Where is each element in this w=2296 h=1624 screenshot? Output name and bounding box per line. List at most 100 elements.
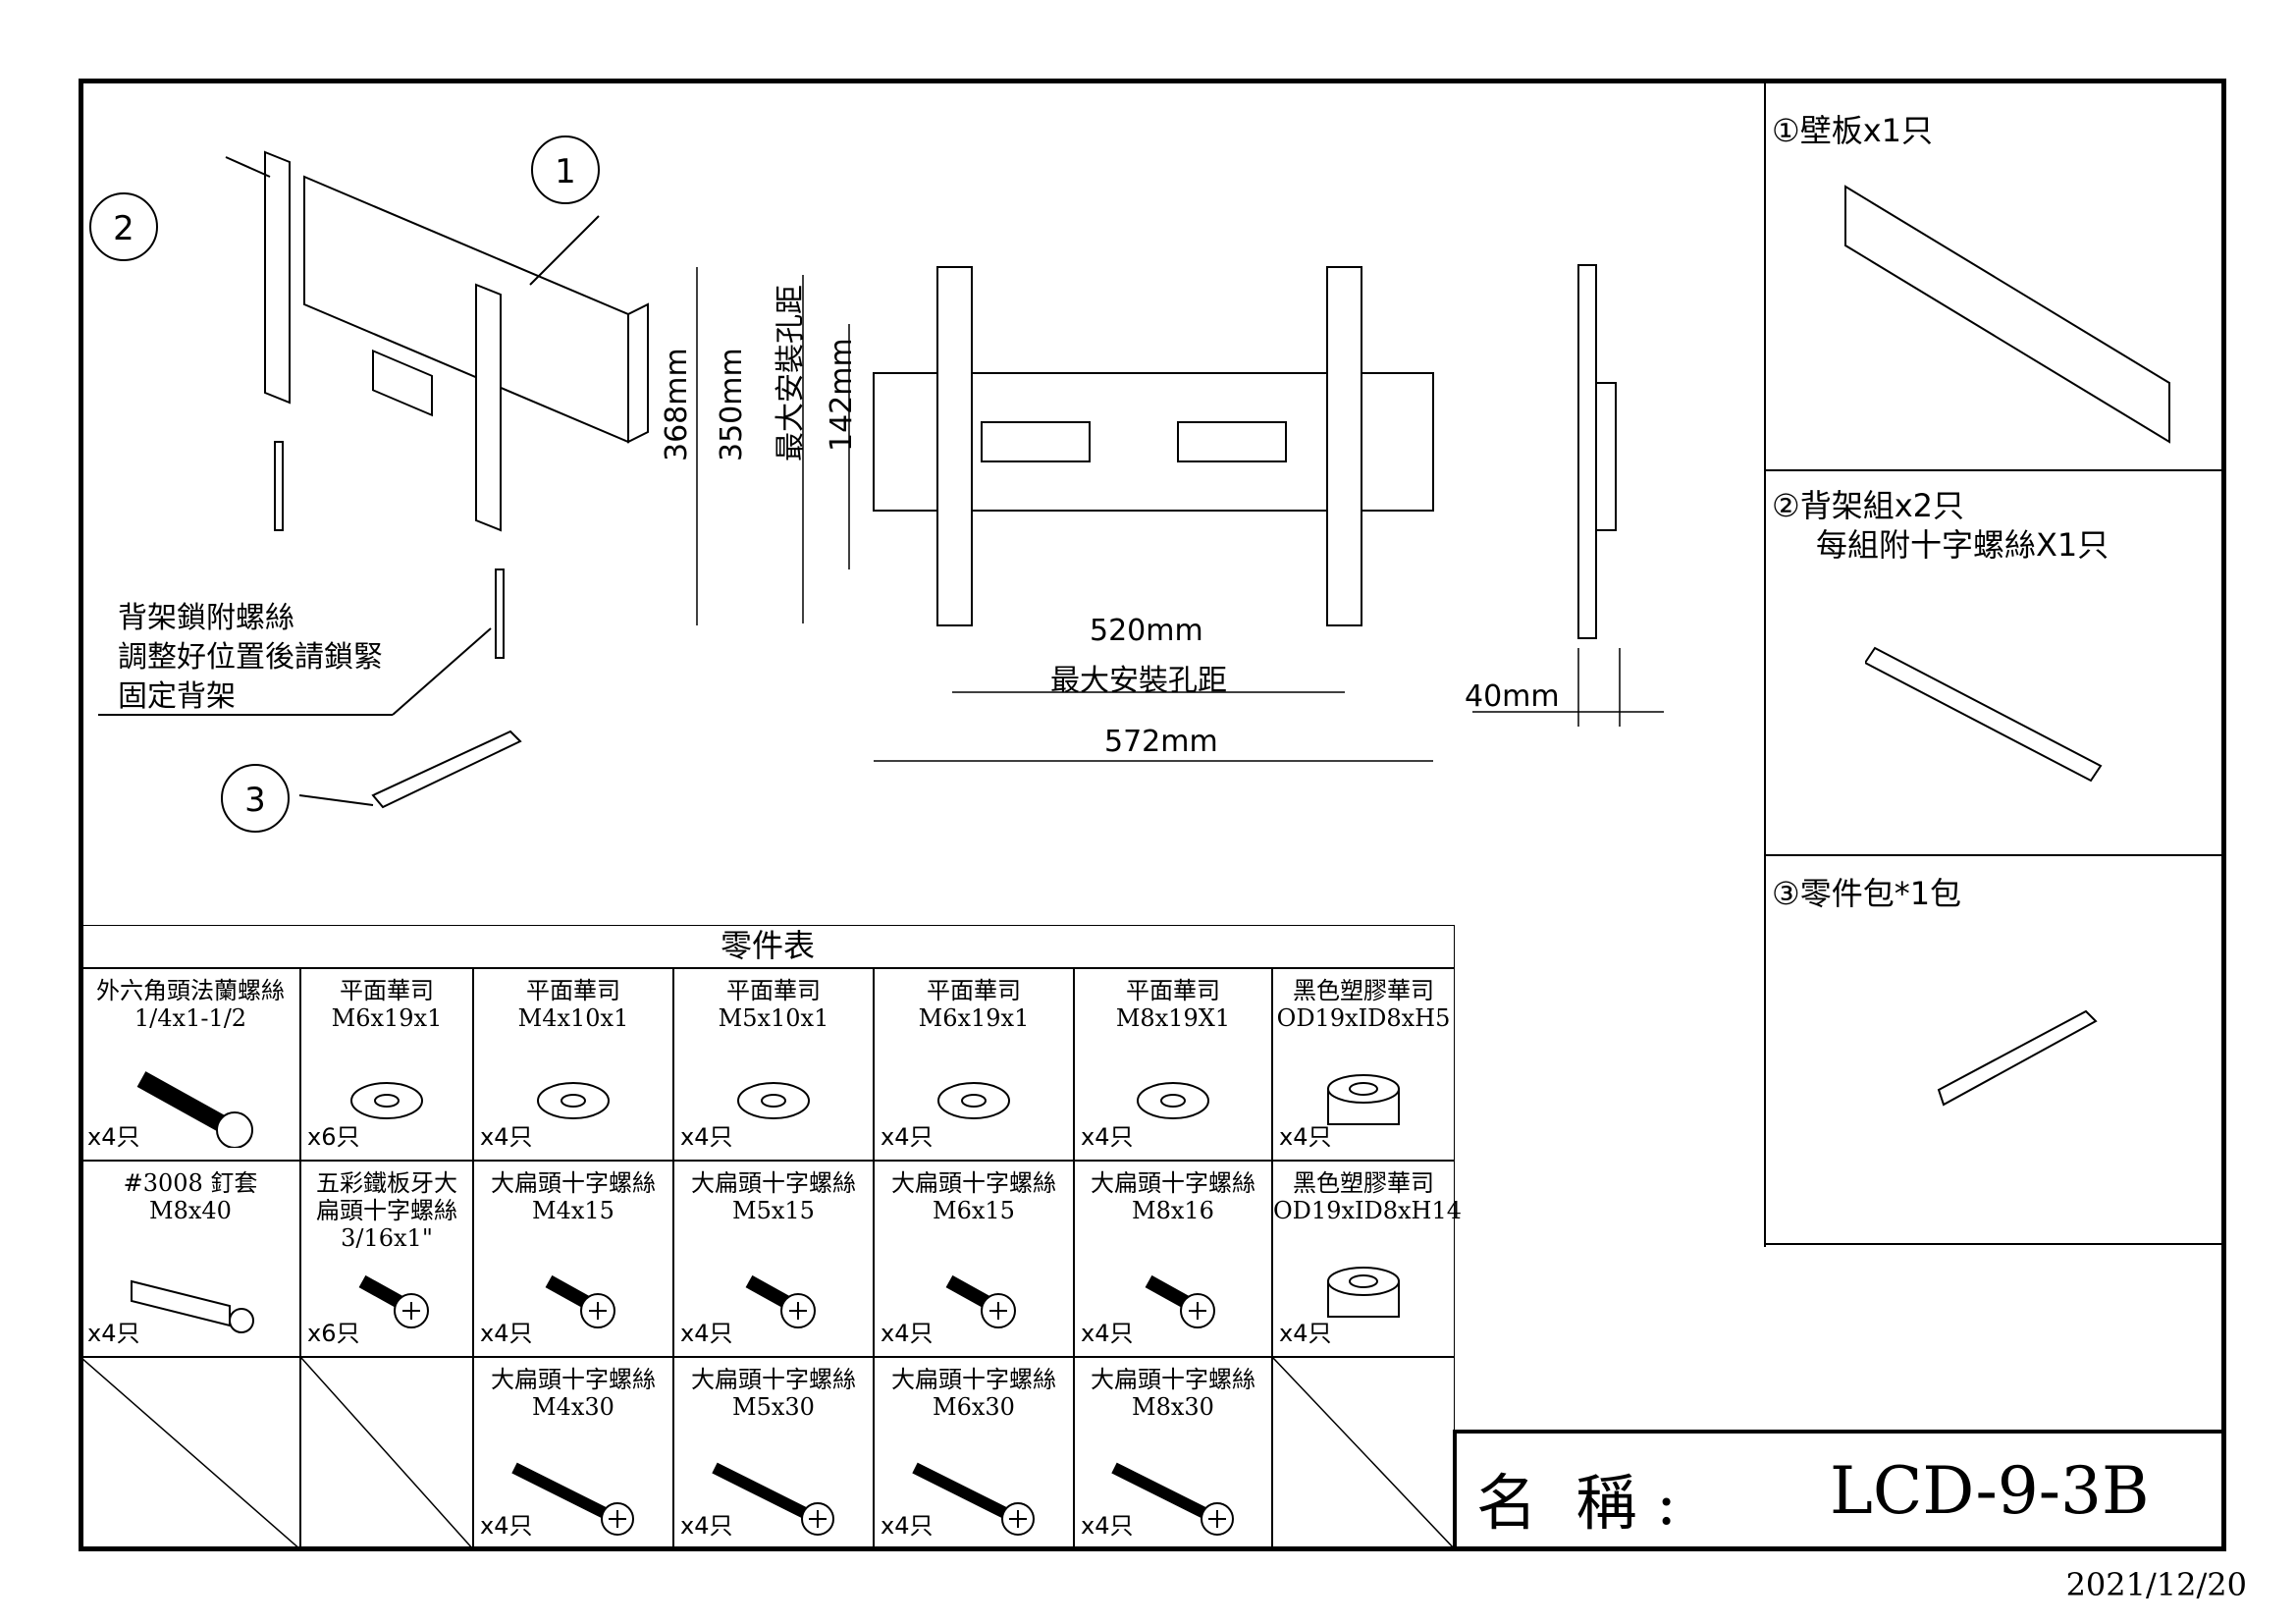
part-spec: M4x30 bbox=[532, 1393, 614, 1421]
part-quantity: x4只 bbox=[480, 1320, 533, 1347]
part-name-line: 五彩鐵板牙大 bbox=[316, 1169, 457, 1197]
bracket-left-drawing bbox=[264, 150, 291, 405]
front-bracket-left bbox=[936, 266, 973, 626]
panel-bracket-image bbox=[1865, 646, 2103, 783]
title-block: 名 稱 : LCD-9-3B bbox=[1453, 1430, 2226, 1551]
dim-572: 572mm bbox=[1104, 725, 1218, 759]
part-spec: OD19xID8xH5 bbox=[1276, 1004, 1451, 1032]
screw-note-line2: 調整好位置後請鎖緊 bbox=[118, 640, 383, 675]
front-bracket-right bbox=[1326, 266, 1362, 626]
part-spec: 扁頭十字螺絲 bbox=[316, 1197, 457, 1224]
panel-divider-3 bbox=[1764, 1243, 2226, 1245]
part-spec: M5x10x1 bbox=[718, 1004, 829, 1032]
screw-note-line1: 背架鎖附螺絲 bbox=[118, 601, 294, 635]
panel-item-1-num: ① bbox=[1772, 112, 1800, 149]
part-name-line: 大扁頭十字螺絲 bbox=[491, 1366, 656, 1393]
parts-cell bbox=[1272, 1357, 1456, 1550]
front-view bbox=[696, 266, 1434, 762]
dim-368: 368mm bbox=[660, 348, 694, 461]
long-screw-icon bbox=[511, 1462, 634, 1536]
part-quantity: x4只 bbox=[881, 1123, 934, 1151]
part-quantity: x4只 bbox=[1081, 1320, 1134, 1347]
drawing-date: 2021/12/20 bbox=[2065, 1566, 2247, 1603]
panel-divider-1 bbox=[1764, 469, 2226, 471]
part-name-line: 平面華司 bbox=[526, 977, 620, 1004]
panel-item-2-label: 背架組x2只 bbox=[1799, 487, 1964, 524]
parts-panel bbox=[1764, 79, 2226, 1247]
part-name-line: 平面華司 bbox=[340, 977, 434, 1004]
part-quantity: x4只 bbox=[680, 1320, 733, 1347]
part-quantity: x4只 bbox=[680, 1512, 733, 1540]
part-spec: M4x15 bbox=[532, 1197, 614, 1224]
parts-cell bbox=[80, 1357, 301, 1550]
wall-plate-drawing bbox=[303, 175, 629, 444]
part-quantity: x4只 bbox=[1279, 1320, 1332, 1347]
dim-520: 520mm bbox=[1090, 614, 1203, 648]
exploded-view bbox=[98, 150, 649, 809]
model-number: LCD-9-3B bbox=[1830, 1453, 2150, 1529]
wall-anchor-icon bbox=[131, 1279, 254, 1333]
panel-divider-2 bbox=[1764, 854, 2226, 856]
empty-cell-diagonal bbox=[81, 1358, 301, 1550]
flat-washer-icon bbox=[737, 1082, 810, 1119]
long-screw-icon bbox=[912, 1462, 1035, 1536]
dim-350: 350mm bbox=[715, 348, 749, 461]
dim-142: 142mm bbox=[825, 338, 859, 452]
panel-item-1-label: 壁板x1只 bbox=[1799, 112, 1933, 149]
part-spec: M6x19x1 bbox=[331, 1004, 443, 1032]
part-quantity: x6只 bbox=[307, 1123, 360, 1151]
panel-item-2-title: ②背架組x2只 bbox=[1772, 481, 1964, 526]
part-spec: M5x30 bbox=[732, 1393, 815, 1421]
part-name-line: 外六角頭法蘭螺絲 bbox=[96, 977, 285, 1004]
flat-washer-icon bbox=[537, 1082, 610, 1119]
part-name-line: 大扁頭十字螺絲 bbox=[691, 1366, 856, 1393]
part-name-line: 黑色塑膠華司 bbox=[1293, 1169, 1434, 1197]
part-name-line: 大扁頭十字螺絲 bbox=[691, 1169, 856, 1197]
part-spec: M8x19X1 bbox=[1115, 1004, 1231, 1032]
part-name-line: 大扁頭十字螺絲 bbox=[1091, 1169, 1255, 1197]
part-spec: M4x10x1 bbox=[517, 1004, 629, 1032]
phillips-screw-icon bbox=[745, 1274, 816, 1328]
parts-cell bbox=[300, 1357, 474, 1550]
plastic-spacer-icon bbox=[1327, 1074, 1400, 1125]
part-spec: 1/4x1-1/2 bbox=[133, 1004, 247, 1032]
part-quantity: x4只 bbox=[881, 1320, 934, 1347]
dim-40: 40mm bbox=[1465, 679, 1560, 714]
part-name-line: 大扁頭十字螺絲 bbox=[891, 1366, 1056, 1393]
part-spec-2: 3/16x1" bbox=[341, 1224, 433, 1252]
callout-3: 3 bbox=[221, 764, 290, 833]
panel-item-2-subtitle: 每組附十字螺絲X1只 bbox=[1816, 526, 2109, 564]
part-name-line: 大扁頭十字螺絲 bbox=[1091, 1366, 1255, 1393]
flange-bolt-icon bbox=[136, 1071, 253, 1148]
callout-2: 2 bbox=[89, 192, 158, 261]
wood-screw-icon bbox=[358, 1274, 429, 1328]
panel-item-1-title: ①壁板x1只 bbox=[1772, 106, 1933, 151]
screw-note-line3: 固定背架 bbox=[118, 679, 236, 714]
long-screw-icon bbox=[712, 1462, 834, 1536]
part-spec: M5x15 bbox=[732, 1197, 815, 1224]
